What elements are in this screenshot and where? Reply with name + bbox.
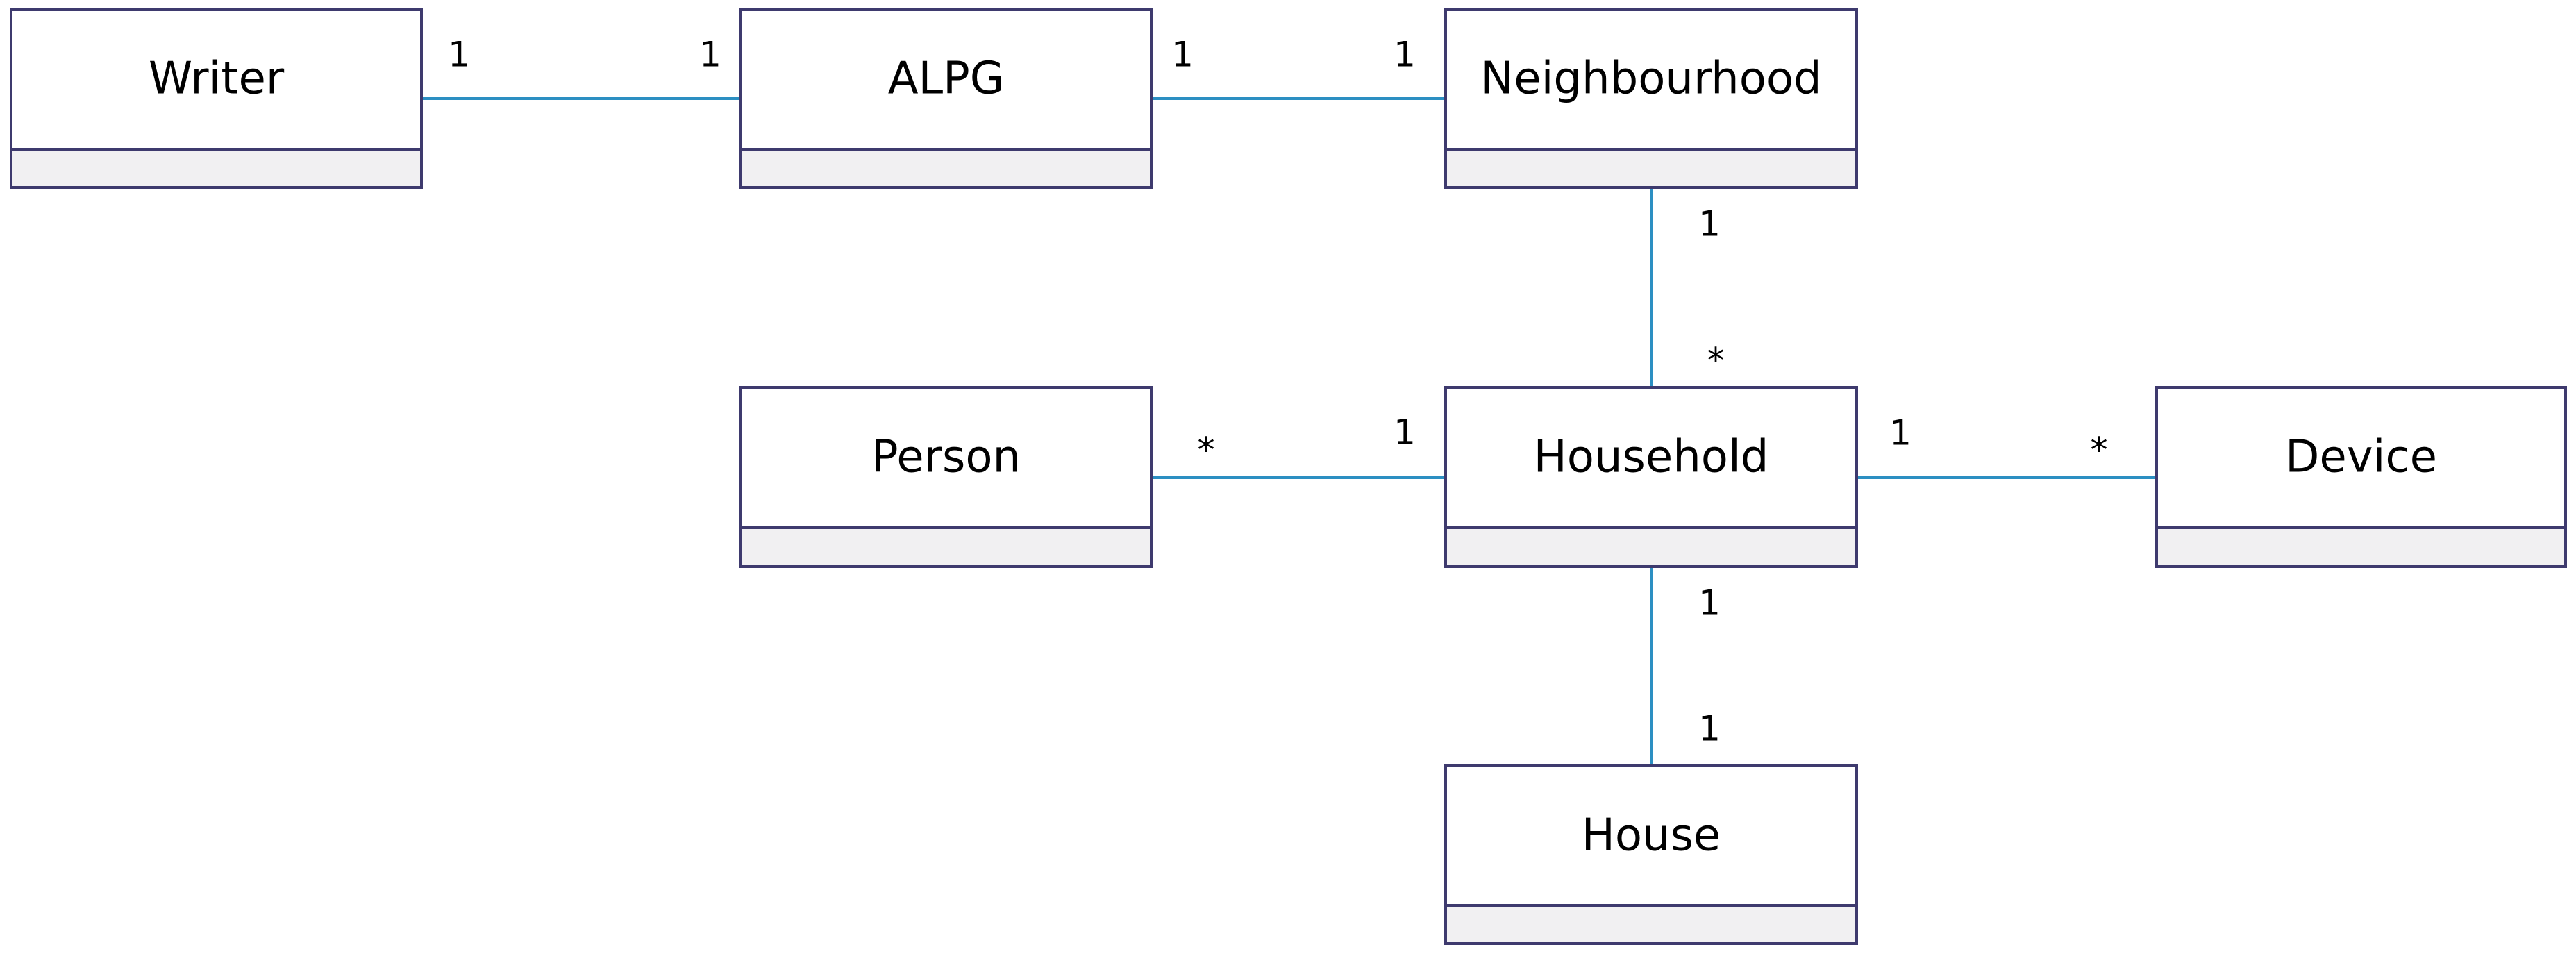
class-person[interactable]: Person — [739, 386, 1153, 568]
multiplicity-house-end: 1 — [1698, 709, 1721, 749]
multiplicity-alpg-end: 1 — [1171, 35, 1194, 75]
class-house-name: House — [1582, 810, 1721, 862]
class-person-attributes-compartment — [739, 526, 1153, 568]
class-household-attributes-compartment — [1444, 526, 1858, 568]
class-writer[interactable]: Writer — [10, 8, 423, 189]
class-household-name-compartment — [1444, 386, 1858, 529]
class-alpg-name-compartment — [739, 8, 1153, 151]
multiplicity-household-end: * — [1707, 341, 1725, 381]
class-neighbourhood-attributes-compartment — [1444, 148, 1858, 189]
class-neighbourhood[interactable]: Neighbourhood — [1444, 8, 1858, 189]
class-alpg[interactable]: ALPG — [739, 8, 1153, 189]
class-person-name: Person — [871, 432, 1021, 483]
multiplicity-person-end: * — [1198, 430, 1215, 471]
class-person-name-compartment — [739, 386, 1153, 529]
multiplicity-device-end: * — [2091, 430, 2108, 471]
multiplicity-household-end: 1 — [1394, 412, 1416, 453]
class-writer-name: Writer — [149, 53, 285, 105]
multiplicity-household-end: 1 — [1698, 583, 1721, 623]
class-alpg-name: ALPG — [888, 53, 1005, 105]
multiplicity-household-end: 1 — [1889, 413, 1912, 453]
class-device-attributes-compartment — [2155, 526, 2567, 568]
class-house-attributes-compartment — [1444, 904, 1858, 945]
class-device-name-compartment — [2155, 386, 2567, 529]
class-device-name: Device — [2285, 432, 2437, 483]
class-writer-attributes-compartment — [10, 148, 423, 189]
class-neighbourhood-name-compartment — [1444, 8, 1858, 151]
class-alpg-attributes-compartment — [739, 148, 1153, 189]
class-device[interactable]: Device — [2155, 386, 2567, 568]
class-house[interactable]: House — [1444, 764, 1858, 945]
class-house-name-compartment — [1444, 764, 1858, 907]
multiplicity-neighbourhood-end: 1 — [1698, 204, 1721, 244]
class-household[interactable]: Household — [1444, 386, 1858, 568]
multiplicity-neighbourhood-end: 1 — [1394, 35, 1416, 75]
class-neighbourhood-name: Neighbourhood — [1480, 53, 1821, 105]
multiplicity-alpg-end: 1 — [699, 35, 721, 75]
class-household-name: Household — [1534, 432, 1769, 483]
multiplicity-writer-end: 1 — [448, 35, 470, 75]
